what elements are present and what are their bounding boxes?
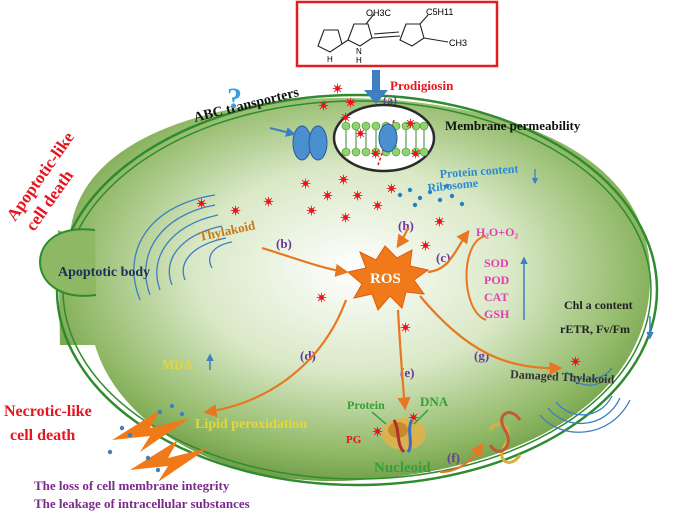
nh-middle-h-label: H (356, 56, 362, 65)
methyl-group-label: OH3C (366, 8, 392, 18)
cell (38, 93, 659, 487)
arrow-c (427, 229, 470, 274)
membrane-inset (332, 103, 436, 173)
step-d-label: (d) (300, 348, 316, 363)
sod-label: SOD (484, 256, 509, 270)
prodigiosin-label: Prodigiosin (390, 78, 454, 93)
necrotic-like-title-line1: Necrotic-like (4, 403, 92, 420)
protein-pointer (371, 411, 387, 425)
lipid-peroxidation-label: Lipid peroxidation (195, 417, 307, 432)
step-a-label: (a) (383, 93, 397, 107)
step-e-label: (e) (400, 365, 414, 380)
prodigiosin-structure: OH3C C5H11 CH3 H N H (295, 0, 499, 68)
nh-left-label: H (327, 55, 333, 64)
abc-transporter (292, 125, 328, 161)
necrotic-like-title-line2: cell death (10, 427, 75, 444)
damaged-thylakoid-label: Damaged Thylakoid (510, 367, 615, 386)
pentyl-group-label: C5H11 (426, 7, 453, 17)
step-b-label: (b) (276, 236, 292, 251)
cat-label: CAT (484, 290, 508, 304)
damaged-thylakoid-structure (539, 367, 631, 433)
leakage-dots (107, 403, 185, 473)
loss-integrity-label: The loss of cell membrane integrity (34, 478, 230, 493)
abc-arrow (269, 127, 296, 137)
entry-arrow (364, 70, 388, 104)
nh-middle-label: N (356, 47, 362, 56)
step-f-label: (f) (447, 450, 460, 465)
ribosome-label: Ribosome (427, 176, 480, 195)
arrow-e (396, 309, 411, 411)
pg-label: PG (346, 434, 362, 446)
pod-label: POD (484, 273, 510, 287)
question-mark-icon: ? (227, 82, 242, 115)
h2o-o2-label: H₂O+O₂ (476, 225, 518, 239)
protein-label: Protein (347, 398, 385, 412)
pathway-arrows (203, 227, 563, 474)
apoptotic-body-label: Apoptotic body (58, 265, 150, 280)
dna-label: DNA (420, 394, 449, 409)
arrow-h (396, 227, 410, 249)
membrane-permeability-label: Membrane permeability (445, 118, 581, 133)
dna-helix-icon (488, 411, 522, 464)
nucleoid-structure (382, 418, 426, 454)
ros-label: ROS (370, 271, 401, 287)
thylakoid-structure (133, 194, 233, 301)
structure-box (295, 0, 499, 68)
ribosome-dots (397, 183, 465, 208)
step-h-label: (h) (398, 218, 414, 233)
enzyme-bracket (465, 235, 487, 321)
gsh-label: GSH (484, 307, 510, 321)
arrow-f (439, 442, 484, 474)
arrow-b (261, 246, 349, 277)
arrow-g (419, 295, 563, 375)
retr-label: rETR, Fv/Fm (560, 322, 630, 336)
apoptotic-bud (38, 228, 97, 297)
lightning-icon (112, 410, 208, 482)
methyl-right-label: CH3 (449, 38, 467, 48)
nucleoid-label: Nucleoid (374, 460, 431, 476)
arrow-d (203, 299, 348, 418)
leakage-label: The leakage of intracellular substances (34, 496, 250, 511)
mda-label: MDA (162, 357, 194, 372)
chl-content-label: Chl a content (564, 298, 633, 312)
step-c-label: (c) (436, 250, 450, 265)
ros-burst (346, 245, 430, 311)
protein-content-label: Protein content (439, 162, 519, 181)
dna-pointer (413, 409, 429, 425)
